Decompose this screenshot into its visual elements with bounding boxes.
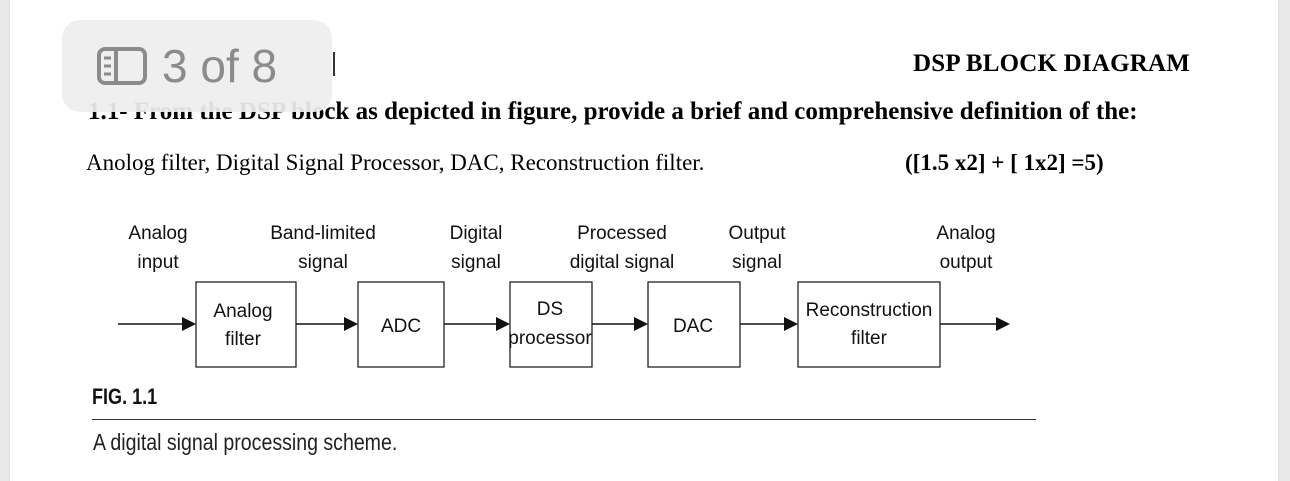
svg-text:Band-limited: Band-limited	[270, 223, 376, 244]
svg-text:Digital: Digital	[450, 223, 503, 244]
sidebar-pages-icon	[97, 47, 147, 85]
block-ds-processor: DS processor	[508, 281, 593, 368]
page-indicator-text: 3 of 8	[162, 40, 278, 92]
arrow-dac-to-reconstruction	[740, 317, 798, 331]
svg-text:processor: processor	[508, 328, 592, 349]
dsp-block-diagram: Analog input Band-limited signal Digital…	[118, 223, 1010, 368]
block-reconstruction-filter: Reconstruction filter	[797, 281, 941, 368]
svg-text:DS: DS	[537, 299, 563, 320]
arrow-adc-to-processor	[444, 317, 510, 331]
signal-label-band-limited: Band-limited signal	[270, 223, 376, 273]
signal-label-processed: Processed digital signal	[570, 223, 675, 273]
svg-text:output: output	[940, 252, 994, 273]
svg-text:Output: Output	[728, 223, 786, 244]
svg-text:Processed: Processed	[577, 223, 667, 244]
figure-divider	[92, 419, 1036, 420]
svg-text:filter: filter	[225, 329, 262, 350]
figure-label: FIG. 1.1	[92, 384, 158, 409]
svg-text:Analog: Analog	[213, 301, 272, 322]
svg-text:input: input	[137, 252, 179, 273]
arrow-processor-to-dac	[592, 317, 648, 331]
svg-text:Reconstruction: Reconstruction	[806, 300, 933, 321]
svg-text:signal: signal	[732, 252, 782, 273]
block-analog-filter: Analog filter	[195, 281, 297, 368]
arrow-input	[118, 317, 196, 331]
signal-label-output: Output signal	[728, 223, 786, 273]
arrow-filter-to-adc	[296, 317, 358, 331]
document-page: Analog input Band-limited signal Digital…	[10, 0, 1278, 481]
svg-text:Analog: Analog	[936, 223, 995, 244]
arrow-output	[940, 317, 1010, 331]
svg-text:signal: signal	[451, 252, 501, 273]
block-adc: ADC	[357, 281, 445, 368]
question-items: Anolog filter, Digital Signal Processor,…	[86, 150, 705, 175]
page-header-title: DSP BLOCK DIAGRAM	[913, 50, 1191, 77]
header-fragment	[333, 52, 335, 76]
svg-text:ADC: ADC	[381, 316, 421, 337]
block-dac: DAC	[647, 281, 741, 368]
svg-text:signal: signal	[298, 252, 348, 273]
signal-label-analog-input: Analog input	[128, 223, 187, 273]
signal-label-digital: Digital signal	[450, 223, 503, 273]
svg-text:digital signal: digital signal	[570, 252, 675, 273]
signal-label-analog-output: Analog output	[936, 223, 995, 273]
svg-text:filter: filter	[851, 328, 888, 349]
svg-text:DAC: DAC	[673, 316, 713, 337]
page-indicator-badge[interactable]: 3 of 8	[62, 20, 332, 112]
figure-caption: A digital signal processing scheme.	[93, 429, 398, 455]
svg-text:Analog: Analog	[128, 223, 187, 244]
question-marks: ([1.5 x2] + [ 1x2] =5)	[905, 150, 1104, 175]
